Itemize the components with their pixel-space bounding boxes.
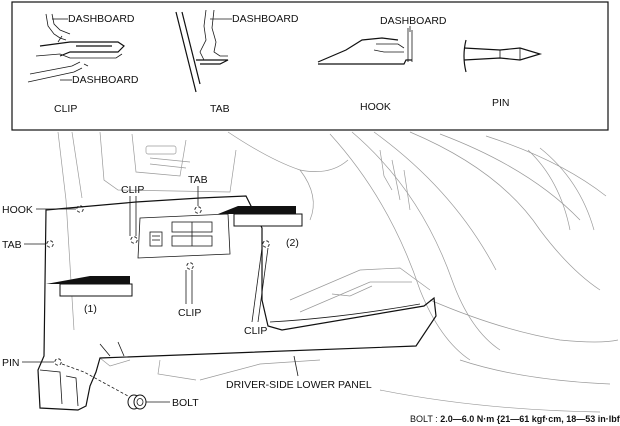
- leader-lines: [22, 186, 299, 403]
- legend-tab-caption: TAB: [210, 103, 230, 115]
- legend-clip-caption: CLIP: [54, 103, 77, 115]
- torque-spec-value: 2.0—6.0 N·m {21—61 kgf·cm, 18—53 in·lbf}: [440, 414, 620, 424]
- clip-right-marker: [262, 240, 270, 248]
- legend-clip-lower: DASHBOARD: [72, 74, 139, 86]
- pin-label: PIN: [2, 357, 20, 369]
- hook-marker: [76, 205, 84, 213]
- clip-mid-label: CLIP: [178, 307, 201, 319]
- legend-hook-caption: HOOK: [360, 101, 391, 113]
- legend-box: DASHBOARD DASHBOARD CLIP DASHBOARD TAB D…: [11, 1, 609, 131]
- clip-top-label: CLIP: [121, 184, 144, 196]
- pin-marker: [54, 358, 62, 366]
- torque-spec-label: BOLT :: [410, 414, 440, 424]
- legend-tab-drawing: [175, 9, 229, 93]
- fastener-markers: [46, 205, 270, 366]
- legend-pin-caption: PIN: [492, 97, 510, 109]
- legend-hook-drawing: [317, 28, 413, 65]
- arrow-step-1: [46, 276, 133, 297]
- legend-hook-upper: DASHBOARD: [380, 15, 447, 27]
- clip-mid-marker: [186, 262, 194, 270]
- arrow-step-2: [218, 206, 303, 227]
- tab-top-marker: [194, 206, 202, 214]
- dashboard-background: [57, 131, 619, 413]
- clip-right-label: CLIP: [244, 325, 267, 337]
- torque-spec: BOLT : 2.0—6.0 N·m {21—61 kgf·cm, 18—53 …: [410, 414, 620, 424]
- legend-pin-drawing: [463, 39, 543, 73]
- step-2-label: (2): [286, 237, 299, 249]
- panel-label: DRIVER-SIDE LOWER PANEL: [226, 379, 372, 391]
- legend-tab-upper: DASHBOARD: [232, 13, 299, 25]
- clip-top-marker: [130, 236, 138, 244]
- legend-clip-upper: DASHBOARD: [68, 13, 135, 25]
- tab-top-label: TAB: [188, 174, 208, 186]
- tab-left-marker: [46, 240, 54, 248]
- driver-side-lower-panel: [37, 195, 437, 411]
- hook-label: HOOK: [2, 204, 33, 216]
- tab-left-label: TAB: [2, 239, 22, 251]
- step-1-label: (1): [84, 303, 97, 315]
- bolt: [127, 394, 147, 410]
- bolt-label: BOLT: [172, 397, 199, 409]
